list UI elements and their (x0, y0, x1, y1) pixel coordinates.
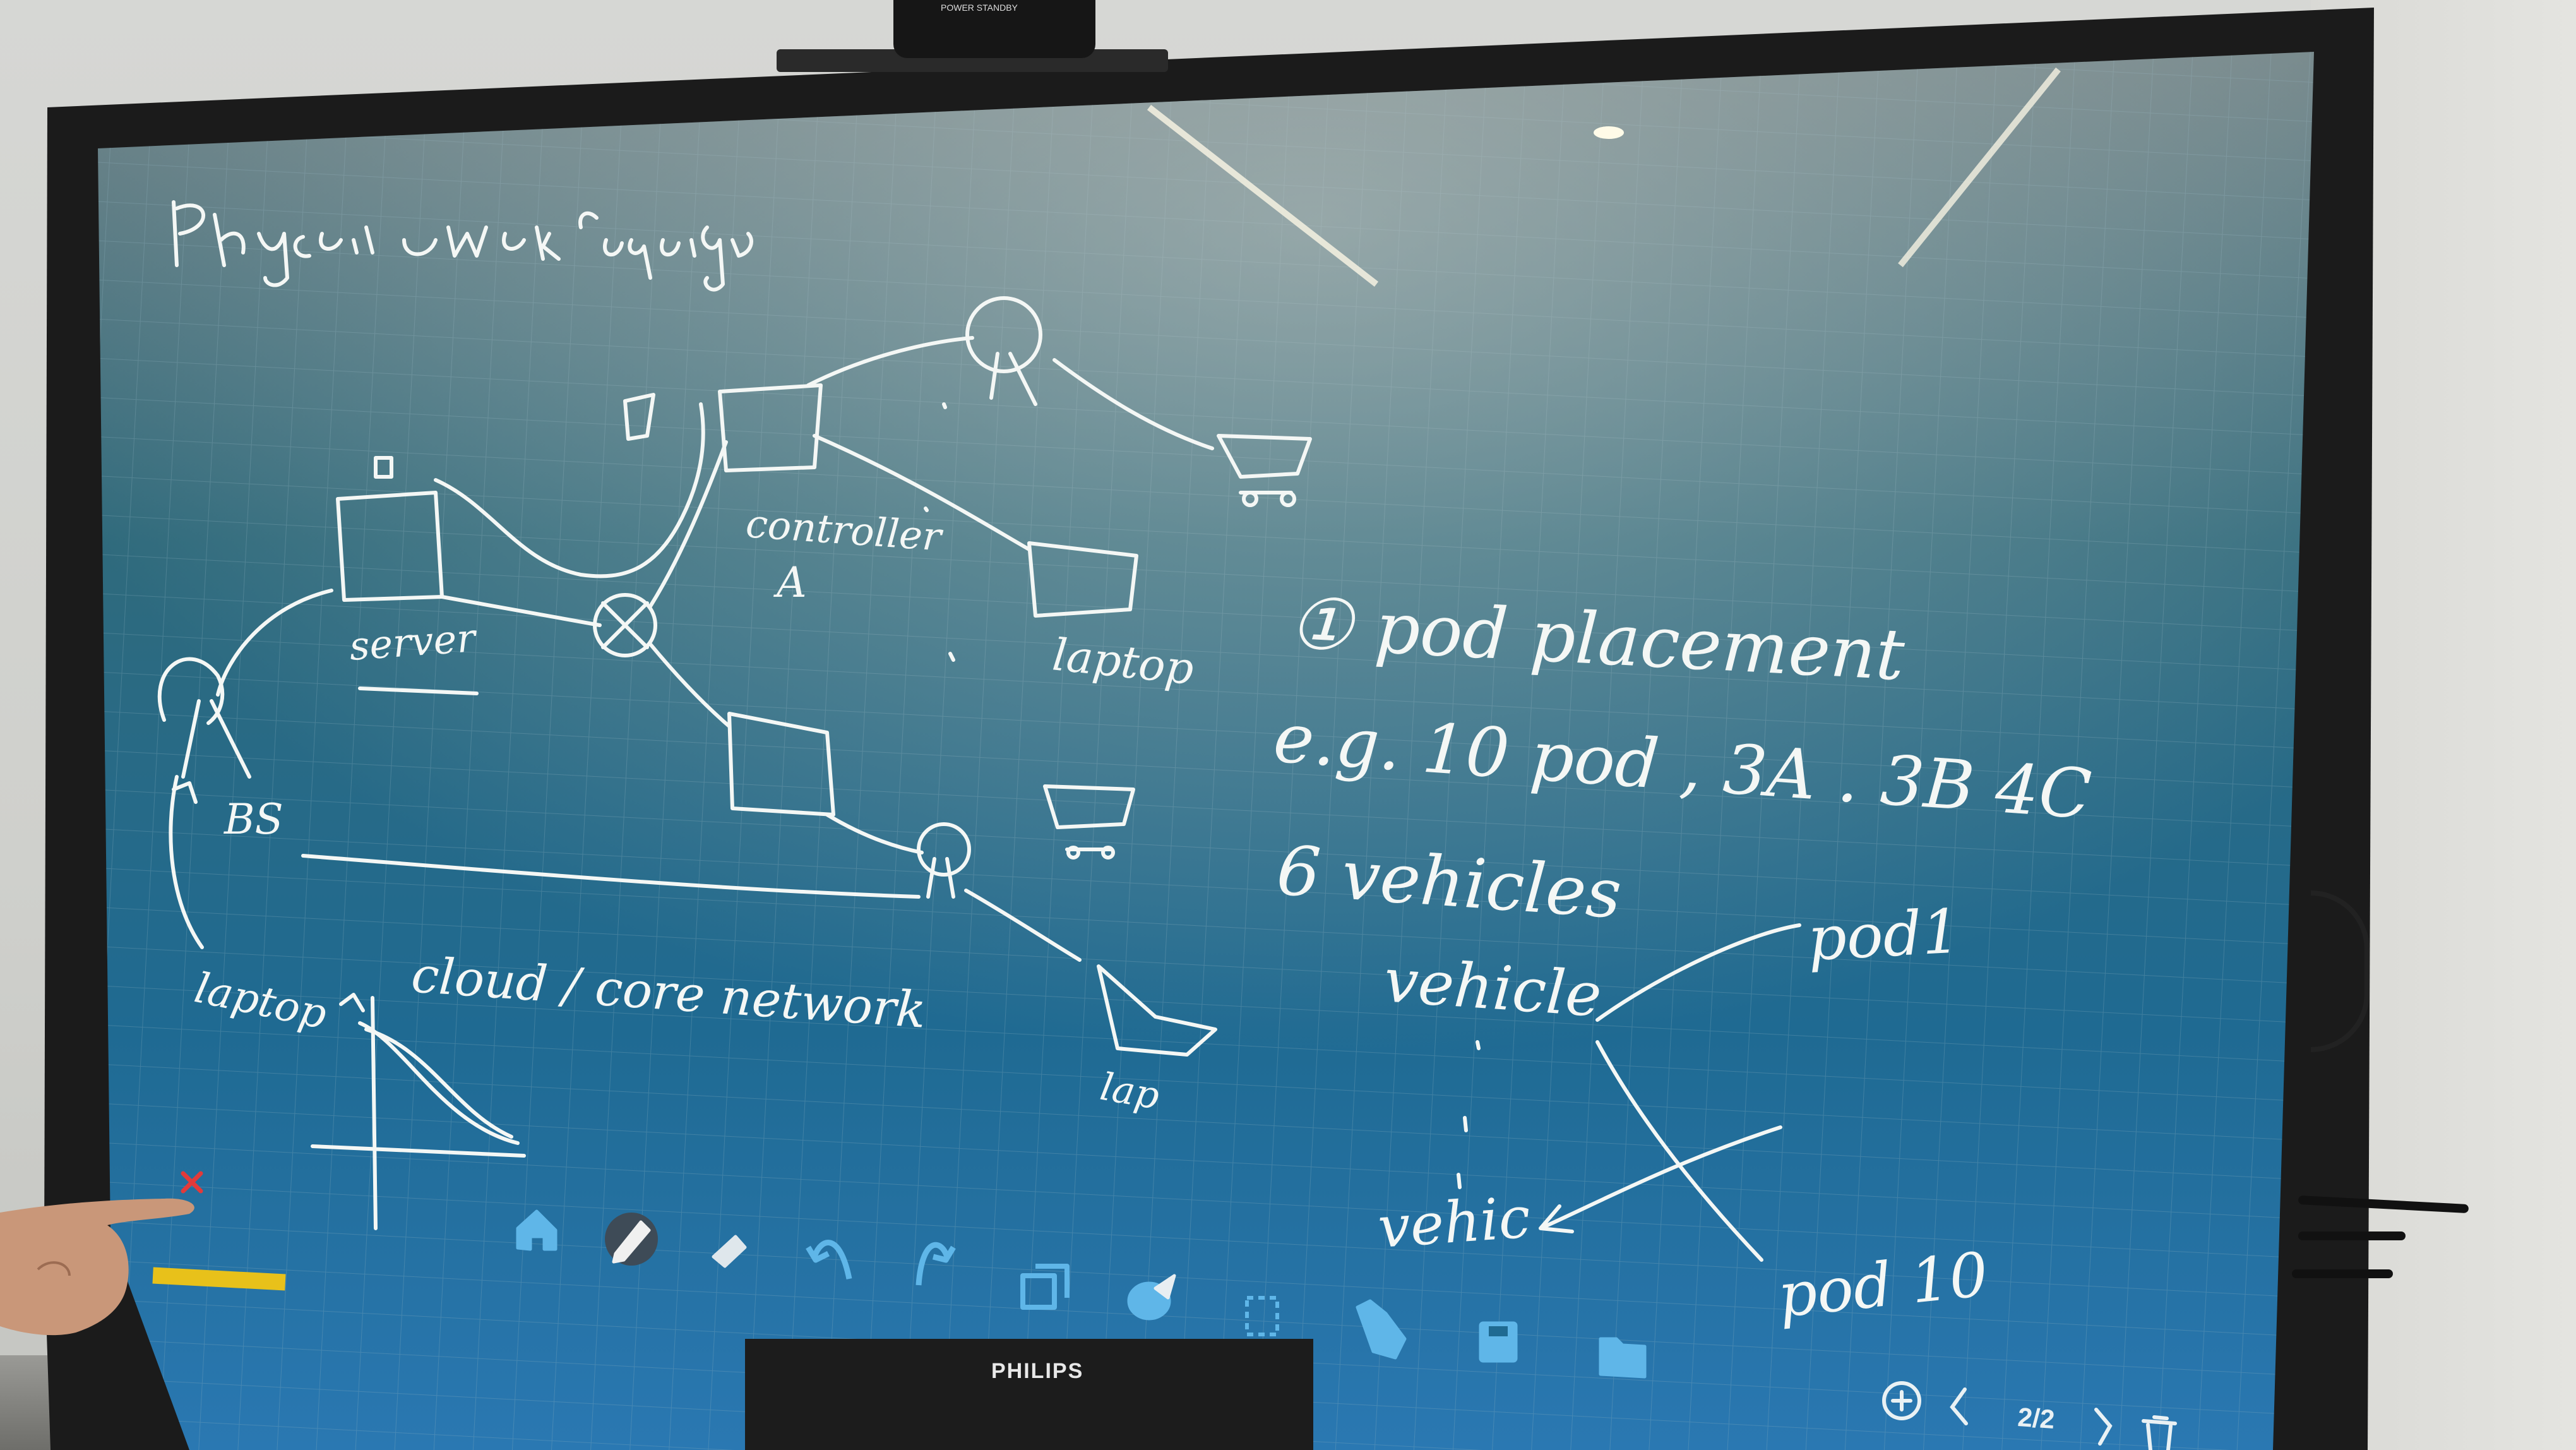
hand-icon[interactable] (1356, 1299, 1407, 1360)
eraser-icon[interactable] (712, 1235, 747, 1268)
home-icon[interactable] (516, 1209, 558, 1251)
undo-icon[interactable] (806, 1240, 852, 1279)
pointing-hand (0, 1198, 194, 1336)
trash-icon[interactable] (2142, 1415, 2177, 1450)
monitor-stand (745, 1339, 1313, 1450)
chevron-left-icon[interactable] (1950, 1387, 1968, 1425)
close-icon[interactable] (181, 1171, 203, 1194)
label-laptop-bottom: lap (1097, 1065, 1162, 1118)
label-server: server (348, 614, 479, 669)
redo-icon[interactable] (915, 1242, 956, 1286)
antenna (2292, 1269, 2393, 1278)
page-indicator: 2/2 (2017, 1402, 2056, 1434)
note-pod-1: pod1 (1806, 896, 1962, 974)
add-page-icon[interactable] (1882, 1381, 1921, 1420)
select-icon[interactable] (1245, 1296, 1279, 1336)
label-controller-sub: A (773, 558, 807, 607)
note-vehicle-1: vehicle (1381, 945, 1604, 1031)
palette-icon[interactable] (1127, 1274, 1176, 1321)
crop-icon[interactable] (1020, 1264, 1070, 1310)
webcam (893, 0, 1095, 58)
chevron-right-icon[interactable] (2094, 1408, 2113, 1446)
antenna (2298, 1231, 2406, 1240)
brand-logo: PHILIPS (991, 1359, 1084, 1383)
label-bs: BS (224, 795, 283, 844)
note-vehicle-2: vehic (1376, 1184, 1532, 1261)
camera-label: POWER STANDBY (941, 3, 1018, 13)
pen-icon[interactable] (605, 1213, 658, 1266)
save-icon[interactable] (1479, 1321, 1518, 1363)
folder-icon[interactable] (1599, 1337, 1647, 1379)
